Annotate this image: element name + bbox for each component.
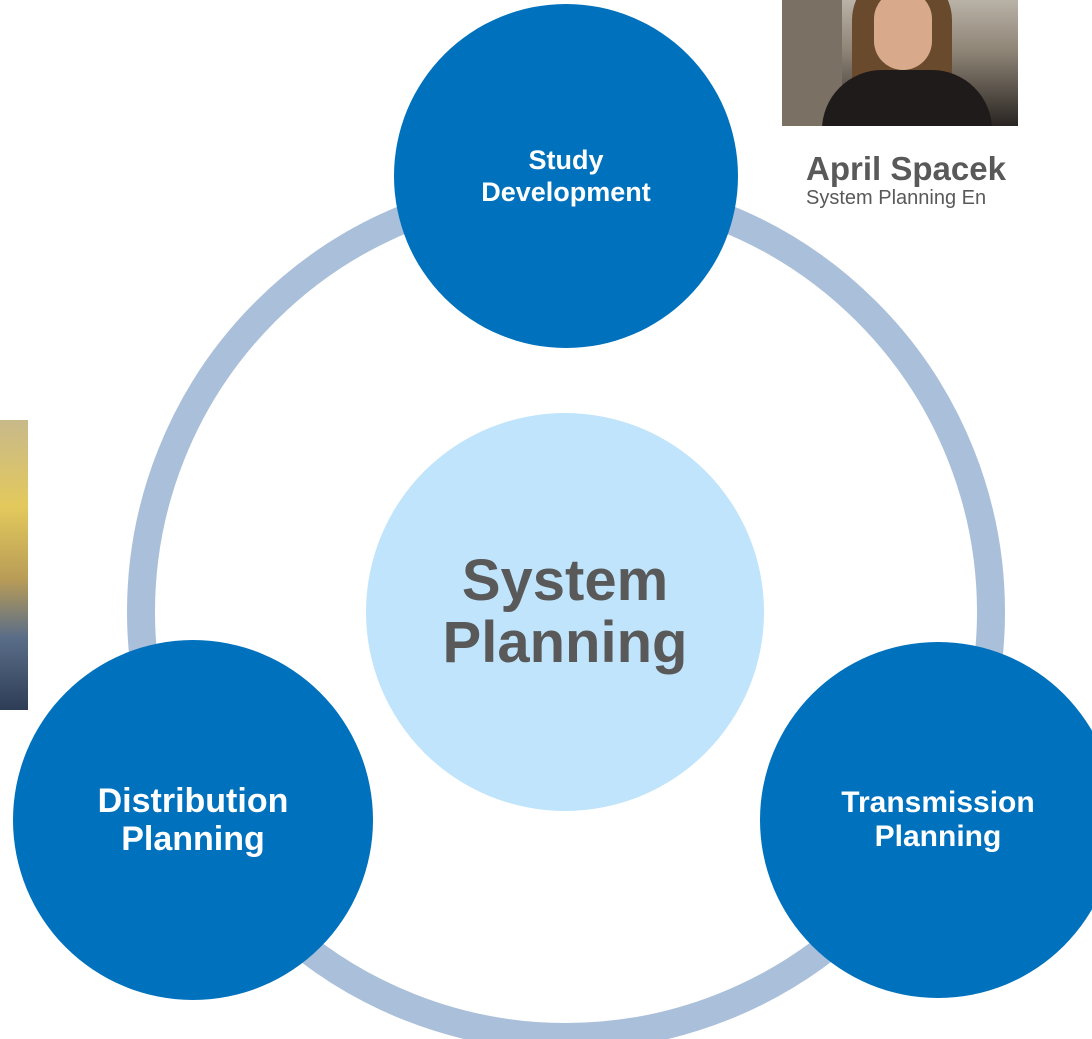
person-photo-left	[0, 420, 28, 710]
person-photo	[782, 0, 1018, 126]
node-label-line2: Planning	[874, 820, 1002, 853]
center-circle: System Planning	[366, 413, 764, 811]
node-distribution-planning: Distribution Planning	[13, 640, 373, 1000]
node-label-line1: Distribution	[97, 782, 289, 820]
node-transmission-planning: Transmission Planning	[760, 642, 1092, 998]
node-label-line2: Development	[481, 177, 651, 207]
node-label-line1: Study	[528, 145, 604, 175]
person-title: System Planning En	[806, 187, 987, 209]
center-label-line2: Planning	[442, 610, 688, 675]
node-label-line1: Transmission	[841, 786, 1035, 819]
node-label-line2: Planning	[121, 820, 265, 858]
person-name: April Spacek	[806, 150, 1006, 187]
node-study-development: Study Development	[394, 4, 738, 348]
center-label-line1: System	[461, 548, 669, 613]
